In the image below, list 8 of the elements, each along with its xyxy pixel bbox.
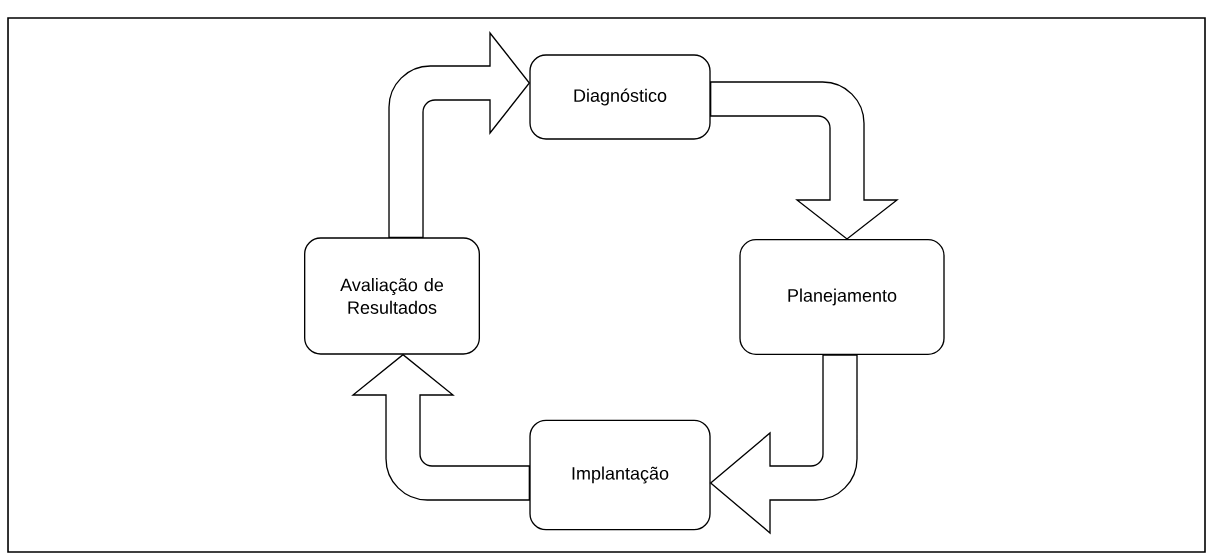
process-box: Diagnóstico — [529, 54, 711, 140]
block-arrow — [388, 32, 530, 238]
process-box: Avaliação de Resultados — [304, 237, 480, 355]
process-box: Implantação — [529, 419, 711, 531]
block-arrow — [710, 81, 898, 240]
process-box: Planejamento — [739, 239, 945, 355]
block-arrow — [710, 354, 858, 534]
block-arrow — [352, 354, 530, 501]
